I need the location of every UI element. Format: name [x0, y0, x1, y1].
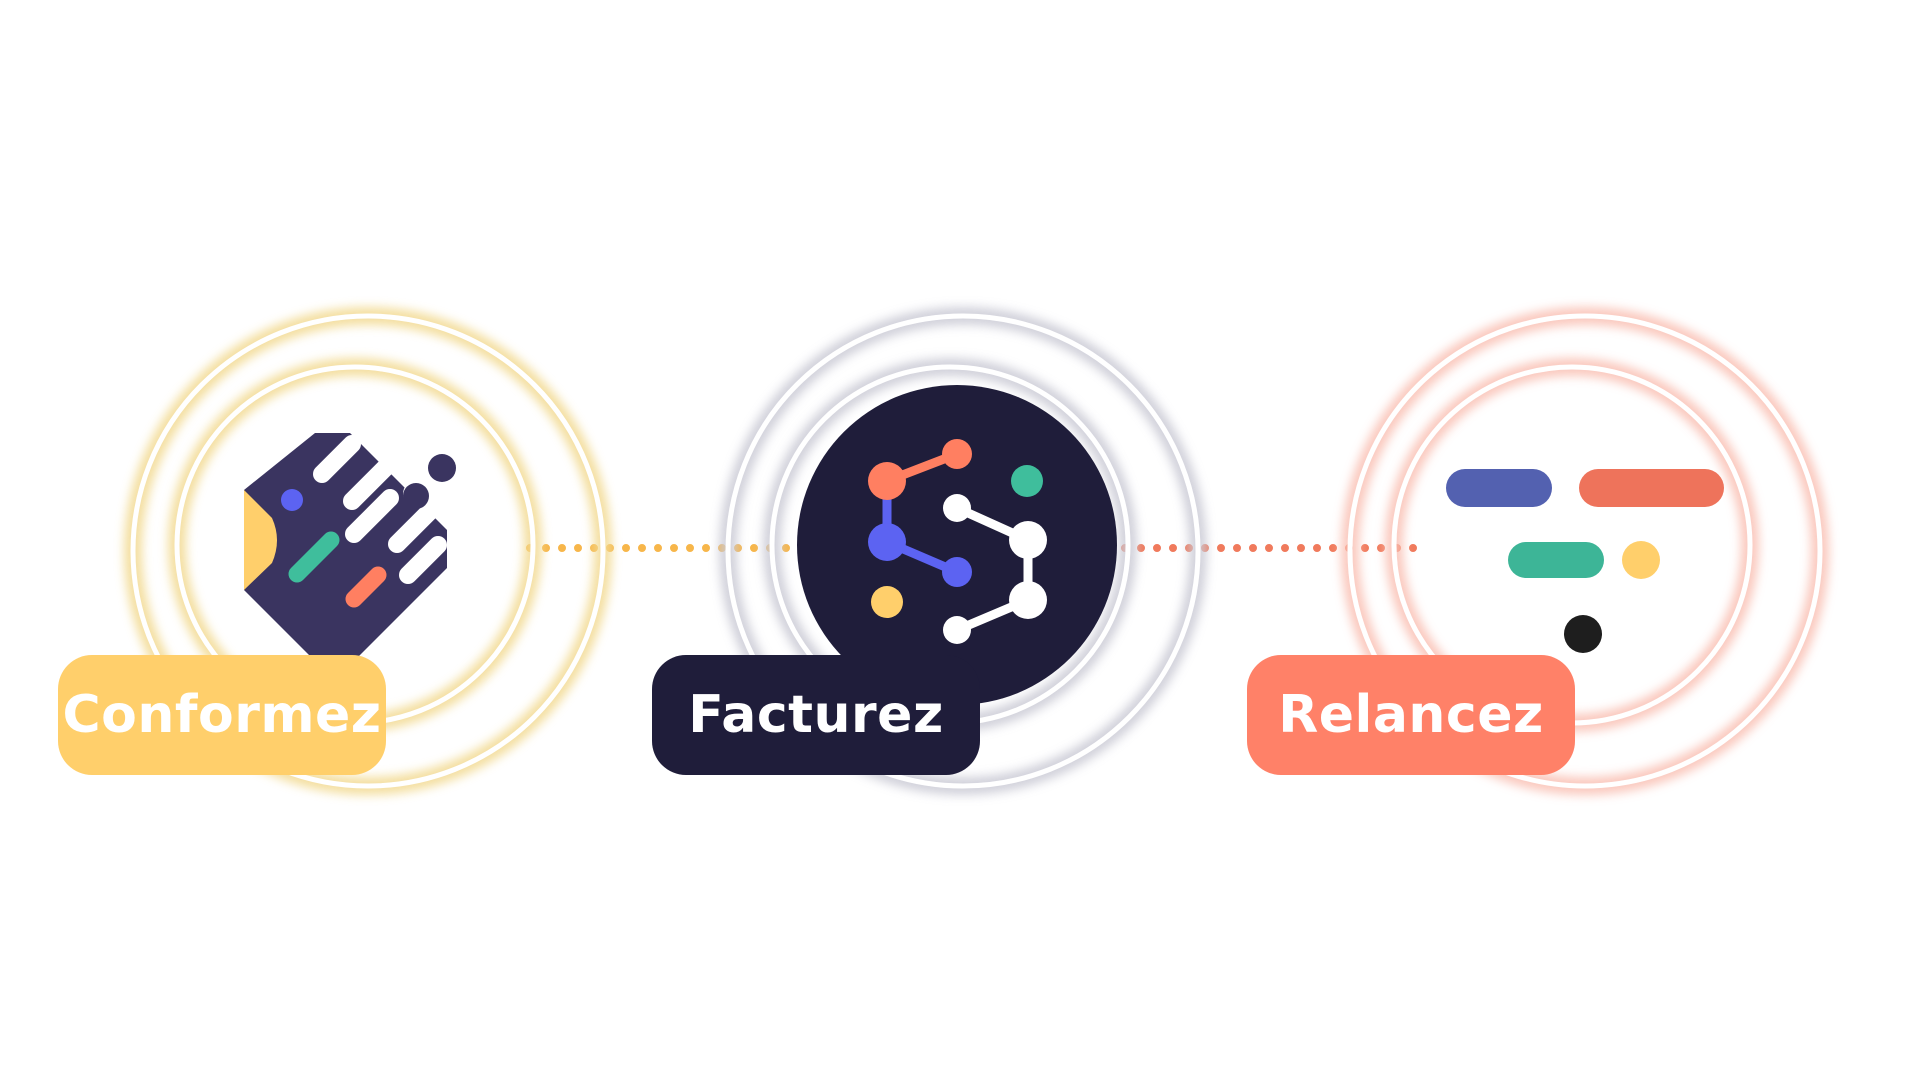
- step-label-relancez: Relancez: [1247, 655, 1575, 775]
- pdp-document-logo: [244, 433, 456, 663]
- colored-bars-logo: [1446, 469, 1724, 653]
- network-s-logo: [797, 385, 1117, 705]
- step-label-facturez: Facturez: [652, 655, 980, 775]
- step-label-conformez: Conformez: [58, 655, 386, 775]
